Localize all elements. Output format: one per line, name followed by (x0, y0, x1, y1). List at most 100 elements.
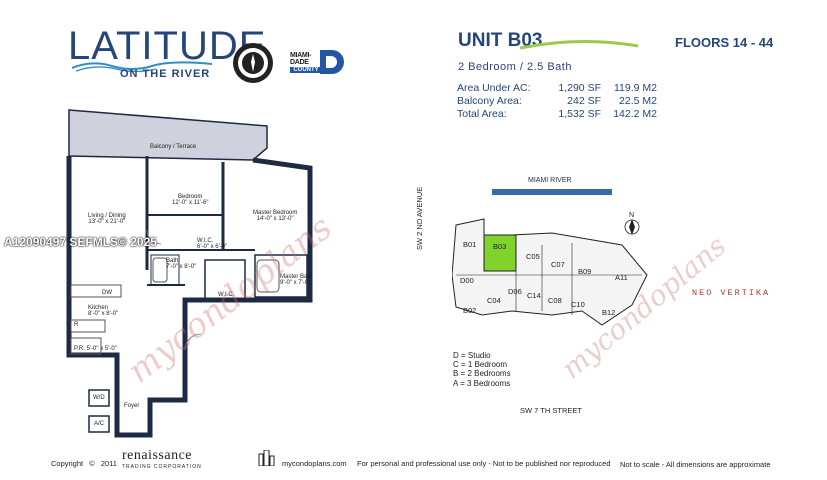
legend-item: D = Studio (453, 351, 491, 360)
unit-label: C04 (487, 296, 501, 305)
river-bar (492, 189, 612, 195)
scale-notice: Not to scale - All dimensions are approx… (620, 460, 771, 469)
unit-label: C07 (551, 260, 565, 269)
area-sf: 1,290 SF (558, 82, 601, 94)
ac-closet (88, 415, 110, 433)
developer-logo: renaissance TRADING CORPORATION (122, 448, 202, 470)
developer-name: renaissance (122, 448, 193, 463)
wic-label: W.I.C. 6'-0" x 6'-0" (197, 238, 227, 250)
living-name: Living / Dining (88, 213, 126, 219)
master-dim: 14'-0" x 13'-0" (256, 216, 294, 222)
north-arrow-needle (629, 219, 635, 235)
unit-label: D00 (460, 276, 474, 285)
door-swing (184, 333, 202, 351)
footer-copyright: Copyright © 2011 (51, 459, 117, 468)
kitchen-label: Kitchen 8'-0" x 8'-0" (88, 305, 118, 317)
powder-room (70, 337, 102, 355)
area-m2: 119.9 M2 (614, 82, 657, 94)
living-room-label: Living / Dining 13'-0" x 21'-0" (88, 213, 126, 225)
area-row: Area Under AC: 1,290 SF 119.9 M2 (457, 82, 657, 95)
wic-name: W.I.C. (218, 292, 235, 298)
master-bedroom-label: Master Bedroom 14'-0" x 13'-0" (253, 210, 297, 222)
floors-label: FLOORS 14 - 44 (675, 35, 774, 50)
key-plan (452, 218, 648, 326)
wic-dim: 6'-0" x 6'-0" (197, 244, 228, 250)
river-label: MIAMI RIVER (528, 177, 572, 184)
area-m2: 22.5 M2 (619, 95, 657, 107)
washer-dryer-label: W/D (93, 395, 105, 401)
bath-name: Bath (166, 258, 179, 264)
bath-dim: 7'-0" x 8'-0" (166, 264, 197, 270)
washer-dryer-closet (88, 389, 110, 407)
master-bath-dim: 9'-0" x 7'-0" (280, 280, 311, 286)
bedroom-name: Bedroom (178, 194, 203, 200)
unit-label: C14 (527, 291, 541, 300)
north-label: N (629, 212, 635, 219)
kitchen-counter (70, 284, 122, 298)
dishwasher-label: DW (102, 290, 112, 296)
unit-label: D06 (508, 287, 522, 296)
unit-label: C08 (548, 296, 562, 305)
copyright-text: Copyright (51, 459, 84, 468)
bathtub (256, 259, 280, 293)
area-sf: 1,532 SF (558, 108, 601, 120)
fridge-label: R (74, 322, 79, 328)
kitchen-dim: 8'-0" x 8'-0" (88, 311, 119, 317)
balcony-label: Balcony / Terrace (150, 144, 197, 150)
avenue-label: SW 2 ND AVENUE (415, 186, 424, 250)
county-logo: MIAMI-DADE COUNTY (290, 52, 324, 73)
unit-title: UNIT B03 (458, 30, 543, 51)
master-bath-name: Master Bath (280, 274, 313, 280)
unit-label: C10 (571, 300, 585, 309)
legend-item: C = 1 Bedroom (453, 360, 508, 370)
unit-label: A11 (615, 273, 628, 282)
legend-item: B = 2 Bedrooms (453, 369, 511, 379)
unit-label: B02 (463, 306, 477, 315)
county-d-icon (320, 50, 344, 74)
copyright-symbol-icon: © (89, 459, 95, 468)
exterior-wall (66, 156, 313, 438)
floor-plan (66, 109, 313, 438)
area-label: Balcony Area: (457, 95, 522, 107)
street-label: SW 7 TH STREET (520, 406, 582, 415)
unit-label: B12 (602, 308, 616, 317)
balcony-area (68, 109, 268, 161)
wic-name: W.I.C. (197, 238, 214, 244)
wic-label: W.I.C. 7'-0" x 6'-0" (218, 292, 248, 304)
master-bath-wall (254, 254, 308, 298)
wave-logo-mark (72, 61, 212, 72)
powder-name: P.R. (74, 346, 85, 352)
usage-notice: For personal and professional use only -… (357, 459, 611, 468)
bath-wall (150, 254, 180, 286)
unit-type-legend: D = Studio C = 1 Bedroom B = 2 Bedrooms … (453, 351, 511, 388)
living-dim: 13'-0" x 21'-0" (88, 219, 126, 225)
door-swing (146, 229, 162, 245)
brand-tagline: ON THE RIVER (120, 68, 211, 80)
green-swoosh (520, 39, 639, 50)
foyer-label: Foyer (124, 403, 140, 409)
city-seal-icon (233, 43, 273, 83)
area-table: Area Under AC: 1,290 SF 119.9 M2 Balcony… (457, 82, 657, 121)
site-name: mycondoplans.com (282, 459, 347, 468)
ac-label: A/C (94, 421, 105, 427)
unit-label: B01 (463, 240, 477, 249)
county-sub: COUNTY (290, 67, 322, 73)
developer-sub: TRADING CORPORATION (122, 464, 202, 470)
legend-item: A = 3 Bedrooms (453, 378, 511, 388)
area-label: Area Under AC: (457, 82, 531, 94)
kitchen-counter (70, 319, 106, 333)
county-name: MIAMI-DADE (290, 52, 312, 66)
powder-room-label: P.R. 5'-0" x 5'-0" (74, 346, 117, 352)
bath-label: Bath 7'-0" x 8'-0" (166, 258, 196, 270)
building-logo-icon (258, 450, 275, 466)
area-label: Total Area: (457, 108, 507, 120)
unit-subtitle: 2 Bedroom / 2.5 Bath (458, 61, 572, 73)
area-row: Balcony Area: 242 SF 22.5 M2 (457, 95, 657, 108)
bedroom-dim: 12'-0" x 11'-6" (172, 200, 209, 206)
unit-label: B03 (493, 242, 507, 251)
copyright-year: 2011 (100, 459, 117, 468)
powder-dim: 5'-0" x 5'-0" (86, 346, 117, 352)
unit-label: C05 (526, 252, 540, 261)
area-row: Total Area: 1,532 SF 142.2 M2 (457, 108, 657, 121)
brand-name: LATITUDE (68, 24, 267, 68)
